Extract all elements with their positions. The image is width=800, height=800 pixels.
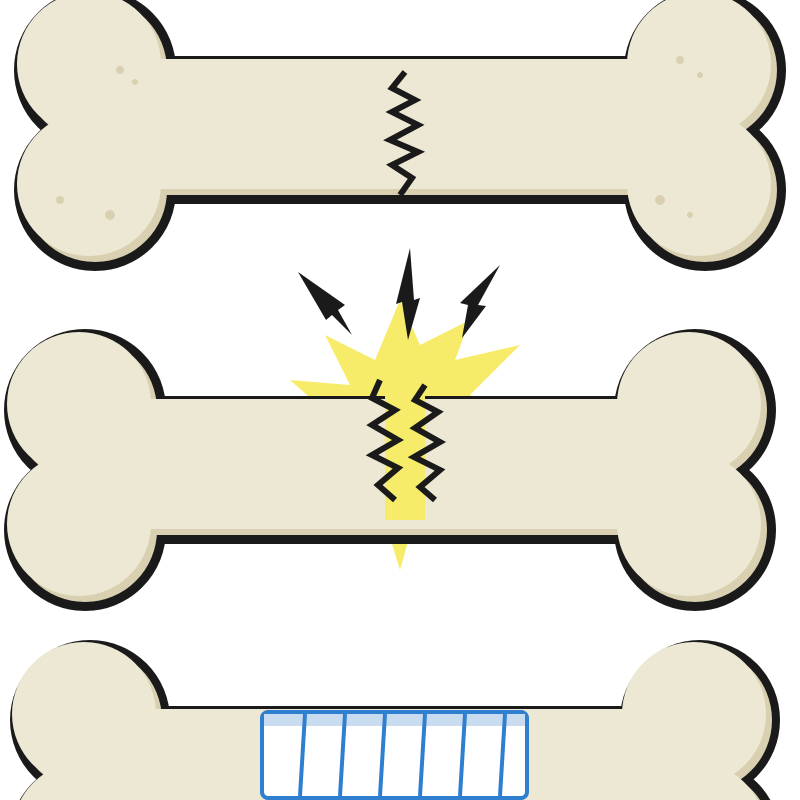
bone-speckles bbox=[56, 56, 703, 220]
lightning-icon bbox=[298, 272, 352, 335]
lightning-icon bbox=[396, 248, 420, 340]
crack-line bbox=[383, 70, 426, 197]
fracture-left bbox=[365, 378, 405, 503]
bandaged-bone bbox=[10, 640, 780, 800]
cracked-bone bbox=[17, 0, 777, 262]
broken-bone bbox=[7, 248, 767, 602]
fracture-right bbox=[407, 383, 447, 503]
lightning-bolts bbox=[298, 248, 500, 340]
bandage bbox=[260, 710, 529, 800]
lightning-icon bbox=[460, 265, 500, 338]
